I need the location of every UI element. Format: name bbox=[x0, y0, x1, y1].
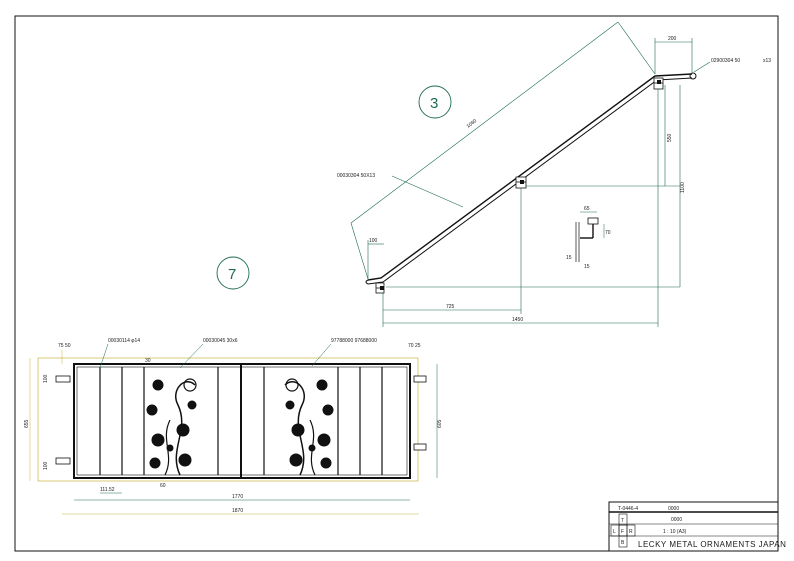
dim-111: 111.52 bbox=[100, 487, 115, 493]
dim-right-height: 605 bbox=[437, 419, 443, 428]
railing-panel-view: 75 50 70 25 655 605 100 100 30 60 111.52… bbox=[24, 256, 443, 515]
dim-ext-1060b bbox=[617, 21, 656, 75]
view-3-circle bbox=[418, 85, 452, 119]
dim-1450: 1450 bbox=[512, 317, 523, 323]
dim-60: 60 bbox=[160, 483, 166, 489]
label-bar-part: 00030114 φ14 bbox=[108, 338, 140, 344]
label-rail-part: 00030304 50X13 bbox=[337, 173, 375, 179]
dim-ext-1060a bbox=[350, 222, 369, 280]
tb-proj-b: B bbox=[621, 540, 625, 546]
tb-code1: 0000 bbox=[668, 506, 679, 512]
dim-left-100b: 100 bbox=[43, 461, 49, 470]
dim-65: 65 bbox=[584, 206, 590, 212]
leader-top-right bbox=[693, 61, 711, 73]
dim-1770: 1770 bbox=[232, 494, 243, 500]
dim-left-100a: 100 bbox=[43, 374, 49, 383]
tb-proj-f: F bbox=[621, 529, 624, 535]
title-block: T-0446-4 0000 0000 1 : 10 (A3) T L F R B… bbox=[608, 501, 786, 552]
dim-right-top: 70 25 bbox=[408, 343, 421, 349]
tb-code2: 0000 bbox=[671, 517, 682, 523]
label-top-right-part: 02900304 50 bbox=[711, 58, 740, 64]
dim-15a: 15 bbox=[566, 255, 572, 261]
handrail-upper-line bbox=[367, 73, 693, 281]
label-ornament-part: 97788000 97688000 bbox=[331, 338, 377, 344]
dim-725: 725 bbox=[446, 304, 455, 310]
wall-fittings bbox=[55, 375, 427, 465]
dim-1060: 1060 bbox=[466, 118, 479, 130]
tb-proj-l: L bbox=[613, 529, 616, 535]
dim-100: 100 bbox=[369, 238, 378, 244]
sheet-border bbox=[14, 15, 779, 552]
tb-proj-t: T bbox=[621, 518, 624, 524]
dim-left-height: 655 bbox=[24, 419, 30, 428]
handrail-view: 1060 200 550 1100 100 725 1450 00030304 … bbox=[337, 21, 771, 327]
panel-envelope bbox=[37, 357, 419, 482]
bracket-right bbox=[653, 77, 664, 90]
view-7-number: 7 bbox=[228, 266, 236, 283]
grape-ornament-right bbox=[284, 378, 334, 476]
vertical-bars-left bbox=[99, 367, 219, 475]
dim-70: 70 bbox=[605, 230, 611, 236]
bracket-left bbox=[375, 282, 385, 294]
tb-scale: 1 : 10 (A3) bbox=[663, 529, 687, 535]
dim-200: 200 bbox=[668, 36, 677, 42]
dim-1870: 1870 bbox=[232, 508, 243, 514]
handrail-lower-line bbox=[367, 77, 693, 285]
dim-15b: 15 bbox=[584, 264, 590, 270]
bracket-middle bbox=[515, 176, 527, 189]
bracket-detail: 65 70 15 15 bbox=[566, 206, 611, 270]
vertical-bars-right bbox=[263, 367, 383, 475]
tb-company: LECKY METAL ORNAMENTS JAPAN bbox=[638, 540, 786, 549]
label-frame-part: 00030045 30x6 bbox=[203, 338, 238, 344]
grape-ornament-left bbox=[146, 378, 197, 476]
view-7-circle bbox=[216, 256, 250, 290]
leader-rail bbox=[391, 175, 464, 208]
handrail-right-end bbox=[689, 72, 697, 80]
view-3-number: 3 bbox=[430, 95, 438, 112]
tb-proj-r: R bbox=[629, 529, 633, 535]
handrail-left-end bbox=[365, 279, 369, 285]
dim-1100: 1100 bbox=[680, 182, 686, 193]
label-top-right-scale: x13 bbox=[763, 58, 771, 64]
tb-drawing-no: T-0446-4 bbox=[618, 506, 638, 512]
dim-550: 550 bbox=[667, 133, 673, 142]
dim-left-top: 75 50 bbox=[58, 343, 71, 349]
dim-30: 30 bbox=[145, 358, 151, 364]
dim-line-1060 bbox=[350, 21, 619, 224]
